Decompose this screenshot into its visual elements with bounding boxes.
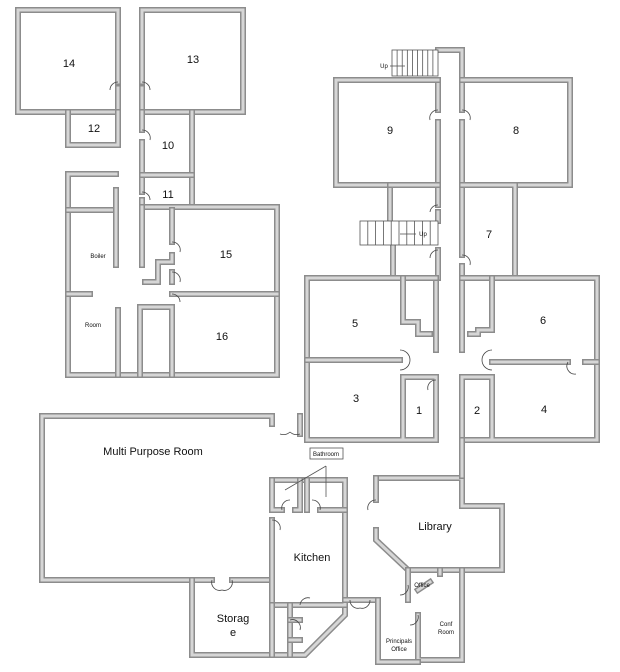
walls xyxy=(15,7,600,665)
stairs-up-label: Up xyxy=(380,64,388,70)
wall-segment xyxy=(270,478,347,607)
door-swing xyxy=(311,499,321,511)
principals-office-label-2: Office xyxy=(391,647,407,653)
room-2-label: 2 xyxy=(474,405,480,417)
door-swing xyxy=(429,249,439,259)
room-12-label: 12 xyxy=(88,123,100,135)
wall-segment xyxy=(143,253,174,284)
conf-room-label-1: Conf xyxy=(440,622,453,628)
door-swing xyxy=(299,597,311,606)
wall-segment xyxy=(293,478,302,512)
wall-segment xyxy=(435,47,465,83)
door-swing xyxy=(271,519,281,531)
door-swing xyxy=(141,81,151,91)
room-8-label: 8 xyxy=(513,125,519,137)
wall-segment xyxy=(39,413,275,583)
wall-segment xyxy=(468,276,494,336)
door-swing xyxy=(171,293,181,303)
wall-segment xyxy=(138,305,174,377)
room-4-label: 4 xyxy=(541,404,547,416)
wall-segment xyxy=(66,110,120,147)
storage-label-1: Storag xyxy=(217,613,249,625)
multi-purpose-room-label: Multi Purpose Room xyxy=(103,446,203,458)
wall-segment xyxy=(415,579,433,593)
door-swing xyxy=(221,579,233,591)
door-swing xyxy=(399,584,409,596)
door-swing xyxy=(461,254,471,266)
kitchen-label: Kitchen xyxy=(294,552,331,564)
door-swing xyxy=(367,499,377,511)
wall-segment xyxy=(40,414,274,582)
wall-segment xyxy=(305,276,438,442)
room-label: Room xyxy=(85,323,101,329)
principals-office-label-1: Principals xyxy=(386,639,412,645)
room-15-label: 15 xyxy=(220,249,232,261)
door-swing xyxy=(429,109,439,121)
conf-room-label-2: Room xyxy=(438,630,454,636)
doors xyxy=(109,81,577,631)
stairs-up-label: Up xyxy=(419,232,427,238)
door-swing xyxy=(171,271,181,283)
library-label: Library xyxy=(418,521,452,533)
door-swing xyxy=(399,349,411,371)
door-swing xyxy=(409,614,419,626)
door-swing xyxy=(481,349,493,371)
door-swing xyxy=(279,431,291,435)
room-3-label: 3 xyxy=(353,393,359,405)
room-13-label: 13 xyxy=(187,54,199,66)
door-swing xyxy=(461,109,471,121)
door-swing xyxy=(141,191,151,201)
door-swing xyxy=(566,361,577,375)
wall-segment xyxy=(190,578,347,657)
office-label: Office xyxy=(414,583,430,589)
door-swing xyxy=(109,81,119,91)
room-9-label: 9 xyxy=(387,125,393,137)
room-6-label: 6 xyxy=(540,315,546,327)
wall-segment xyxy=(460,183,517,280)
bathroom-label: Bathroom xyxy=(313,452,339,458)
wall-segment xyxy=(376,598,420,664)
wall-segment xyxy=(416,568,464,662)
stairs-top: Up xyxy=(380,49,439,77)
wall-segment xyxy=(401,276,432,336)
door-swing xyxy=(289,619,301,631)
room-11-label: 11 xyxy=(162,189,173,201)
wall-segment xyxy=(467,275,495,337)
door-swing xyxy=(211,579,223,591)
door-swing xyxy=(427,379,437,391)
door-swing xyxy=(359,599,371,609)
door-swing xyxy=(141,129,151,141)
door-swing xyxy=(429,204,439,213)
boiler-label: Boiler xyxy=(90,254,105,260)
storage-label-2: e xyxy=(230,627,236,639)
room-10-label: 10 xyxy=(162,140,174,152)
door-swing xyxy=(349,599,361,609)
stairs-middle: Up xyxy=(359,220,439,246)
door-swing xyxy=(281,499,291,511)
wall-segment xyxy=(16,8,120,114)
room-14-label: 14 xyxy=(63,58,75,70)
room-1-label: 1 xyxy=(416,405,422,417)
wall-segment xyxy=(374,476,504,572)
wall-segment xyxy=(137,304,175,378)
wall-segment xyxy=(436,48,464,82)
wall-segment xyxy=(189,577,348,658)
door-swing xyxy=(289,431,301,435)
door-swing xyxy=(171,241,181,253)
room-7-label: 7 xyxy=(486,229,492,241)
bathroom-callout xyxy=(309,447,344,460)
room-16-label: 16 xyxy=(216,331,228,343)
wall-segment xyxy=(140,8,245,114)
wall-segment xyxy=(270,478,284,512)
room-5-label: 5 xyxy=(352,318,358,330)
